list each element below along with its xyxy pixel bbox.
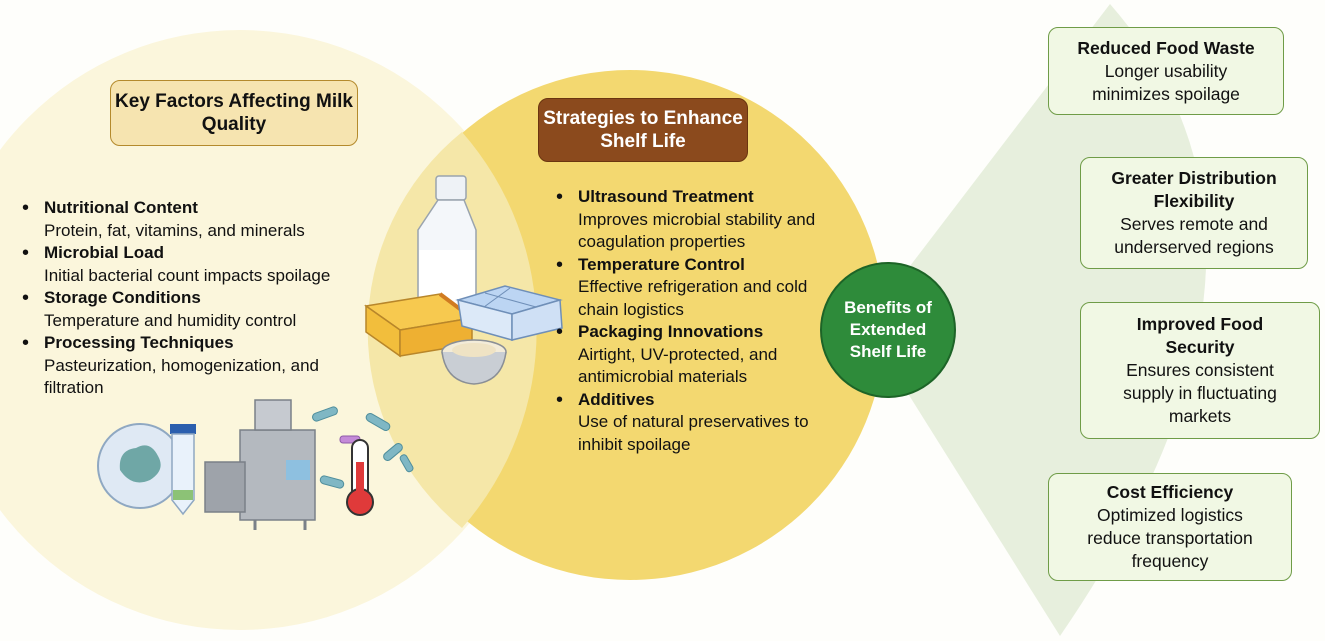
strategy-text: Effective refrigeration and cold chain l…	[578, 277, 808, 319]
processing-machine-icon	[204, 399, 316, 530]
benefit-box-food-security: Improved Food Security Ensures consisten…	[1080, 302, 1320, 439]
left-panel-title-text: Key Factors Affecting Milk Quality	[115, 91, 353, 135]
benefit-title: Reduced Food Waste	[1077, 37, 1255, 58]
strategy-heading: Packaging Innovations	[578, 322, 764, 341]
benefits-hub-label: Benefits of Extended Shelf Life	[844, 298, 932, 361]
benefits-hub: Benefits of Extended Shelf Life	[820, 262, 956, 398]
benefit-box-cost-efficiency: Cost Efficiency Optimized logistics redu…	[1048, 473, 1292, 581]
factor-text: Protein, fat, vitamins, and minerals	[44, 220, 305, 240]
cream-bowl-icon	[441, 339, 507, 385]
benefit-box-reduced-waste: Reduced Food Waste Longer usability mini…	[1048, 27, 1284, 115]
factor-heading: Processing Techniques	[44, 333, 234, 352]
factor-text: Temperature and humidity control	[44, 310, 297, 330]
factor-heading: Storage Conditions	[44, 288, 201, 307]
benefit-title: Greater Distribution Flexibility	[1111, 168, 1277, 211]
benefit-text: Longer usability minimizes spoilage	[1092, 60, 1240, 104]
factor-text: Initial bacterial count impacts spoilage	[44, 265, 331, 285]
benefit-title: Improved Food Security	[1136, 314, 1264, 357]
strategy-heading: Ultrasound Treatment	[578, 187, 754, 206]
microscope-sample-icon	[97, 423, 183, 509]
benefit-title: Cost Efficiency	[1106, 482, 1234, 502]
test-tube-icon	[170, 424, 196, 516]
middle-panel-title: Strategies to Enhance Shelf Life	[538, 98, 748, 162]
left-panel-title: Key Factors Affecting Milk Quality	[110, 80, 358, 146]
middle-panel-title-text: Strategies to Enhance Shelf Life	[543, 108, 743, 152]
factor-heading: Microbial Load	[44, 243, 164, 262]
strategy-heading: Additives	[578, 389, 655, 409]
strategy-text: Airtight, UV-protected, and antimicrobia…	[578, 344, 778, 387]
strategy-text: Improves microbial stability and coagula…	[578, 209, 816, 252]
benefit-text: Optimized logistics reduce transportatio…	[1087, 505, 1253, 571]
strategy-text: Use of natural preservatives to inhibit …	[578, 412, 809, 454]
factor-heading: Nutritional Content	[44, 198, 198, 217]
benefit-box-distribution: Greater Distribution Flexibility Serves …	[1080, 157, 1308, 269]
benefit-text: Ensures consistent supply in fluctuating…	[1123, 360, 1277, 426]
benefit-text: Serves remote and underserved regions	[1114, 214, 1274, 257]
factor-text: Pasteurization, homogenization, and filt…	[44, 355, 320, 398]
thermometer-icon	[346, 439, 374, 516]
strategy-heading: Temperature Control	[578, 254, 745, 274]
